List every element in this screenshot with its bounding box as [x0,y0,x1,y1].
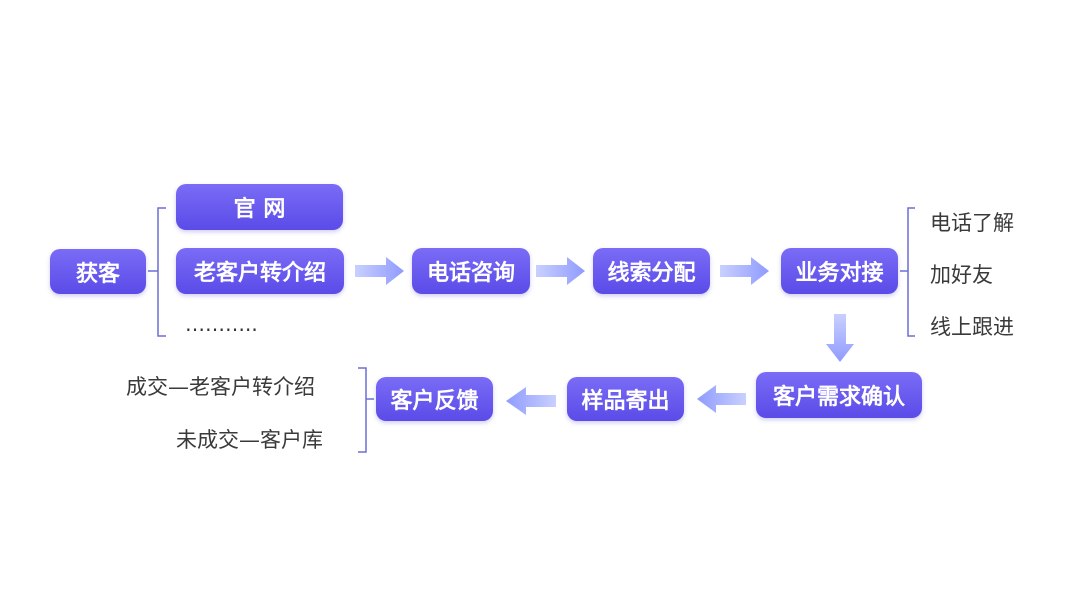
arrow-left-2 [506,387,556,415]
followup-item-add-friend: 加好友 [930,263,993,287]
sample-send-node: 样品寄出 [567,377,684,421]
official-site-node: 官 网 [176,184,343,230]
more-sources-ellipsis: ……….. [185,312,258,336]
followup-bracket [900,207,915,337]
arrow-right-2 [536,257,585,285]
followup-item-online: 线上跟进 [930,315,1014,339]
arrow-left-1 [697,385,746,413]
sales-connect-node: 业务对接 [781,248,898,294]
followup-item-phone: 电话了解 [930,211,1014,235]
arrow-down [826,314,854,362]
referral-node: 老客户转介绍 [176,248,344,294]
acquire-bracket [148,207,166,337]
acquire-node: 获客 [50,249,146,294]
phone-consult-node: 电话咨询 [412,248,530,294]
outcome-bracket [358,367,374,453]
outcome-no-deal: 未成交—客户库 [176,428,323,452]
lead-assign-node: 线索分配 [593,248,710,294]
arrow-right-3 [720,257,769,285]
feedback-node: 客户反馈 [376,377,493,421]
arrow-right-1 [355,257,404,285]
needs-confirm-node: 客户需求确认 [756,372,922,418]
outcome-deal: 成交—老客户转介绍 [126,375,315,399]
